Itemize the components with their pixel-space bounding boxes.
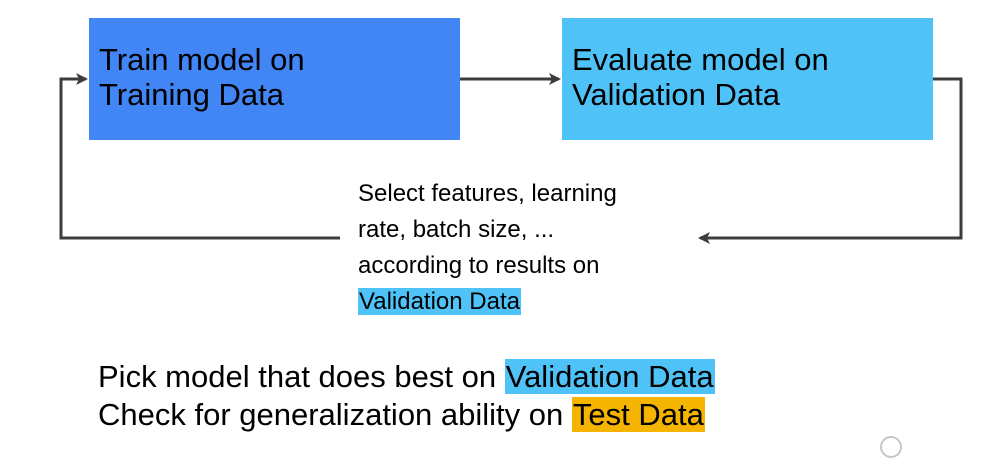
- feedback-note-line-3: according to results on: [358, 252, 600, 279]
- feedback-note-line-2: rate, batch size, ...: [358, 216, 555, 243]
- summary-line-2: Check for generalization ability on Test…: [98, 396, 715, 434]
- partial-circle-icon: [880, 436, 902, 458]
- summary-line-1: Pick model that does best on Validation …: [98, 358, 715, 396]
- arrow-note-to-train: [59, 73, 340, 240]
- train-box-line-2: Training Data: [99, 77, 284, 112]
- feedback-note: Select features, learning rate, batch si…: [358, 176, 698, 320]
- evaluate-model-box: Evaluate model on Validation Data: [562, 18, 933, 140]
- feedback-note-highlight: Validation Data: [358, 288, 521, 315]
- summary-line-1-prefix: Pick model that does best on: [98, 359, 505, 394]
- flow-arrows: [59, 73, 963, 244]
- feedback-note-line-1: Select features, learning: [358, 180, 617, 207]
- test-data-highlight: Test Data: [571, 397, 705, 432]
- evaluate-box-line-2: Validation Data: [572, 77, 780, 112]
- train-model-box: Train model on Training Data: [89, 18, 460, 140]
- summary-text: Pick model that does best on Validation …: [98, 358, 715, 434]
- arrow-evaluate-to-note: [698, 77, 963, 244]
- train-box-line-1: Train model on: [99, 42, 305, 77]
- validation-data-highlight: Validation Data: [504, 359, 715, 394]
- summary-line-2-prefix: Check for generalization ability on: [98, 397, 572, 432]
- evaluate-box-line-1: Evaluate model on: [572, 42, 829, 77]
